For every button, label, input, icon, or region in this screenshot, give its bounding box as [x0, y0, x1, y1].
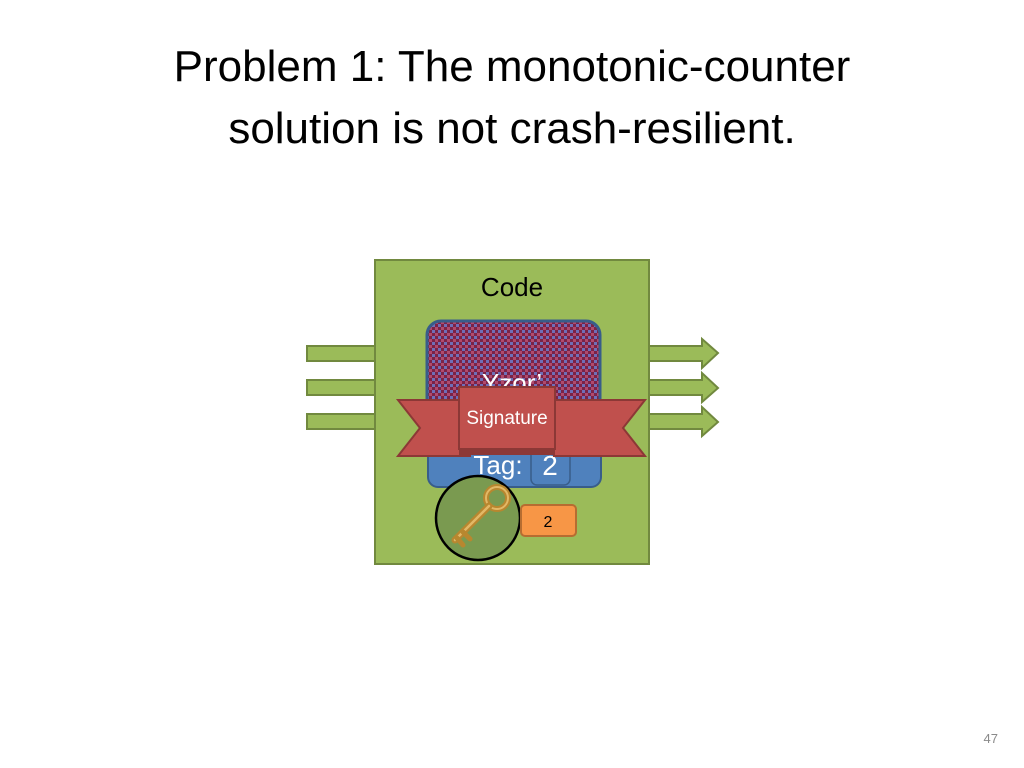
input-arrow-3	[306, 413, 379, 430]
tag-value: 2	[542, 450, 558, 481]
signature-ribbon	[395, 386, 648, 457]
key-icon	[451, 484, 511, 548]
input-arrow-2	[306, 379, 379, 396]
output-arrow-3	[647, 404, 720, 439]
counter-value: 2	[544, 514, 553, 531]
input-arrows	[306, 345, 379, 430]
slide-title: Problem 1: The monotonic-counter solutio…	[0, 36, 1024, 160]
output-arrows	[647, 336, 720, 439]
input-arrow-1	[306, 345, 379, 362]
code-label: Code	[481, 272, 543, 302]
title-line-1: Problem 1: The monotonic-counter	[173, 42, 851, 91]
signature-label: Signature	[466, 408, 547, 429]
slide-number: 47	[983, 731, 998, 746]
counter-box	[520, 504, 577, 537]
title-line-2: solution is not crash-resilient.	[228, 104, 796, 153]
output-arrow-1	[647, 336, 720, 371]
output-arrow-2	[647, 370, 720, 405]
ribbon-center-shadow	[459, 449, 555, 455]
